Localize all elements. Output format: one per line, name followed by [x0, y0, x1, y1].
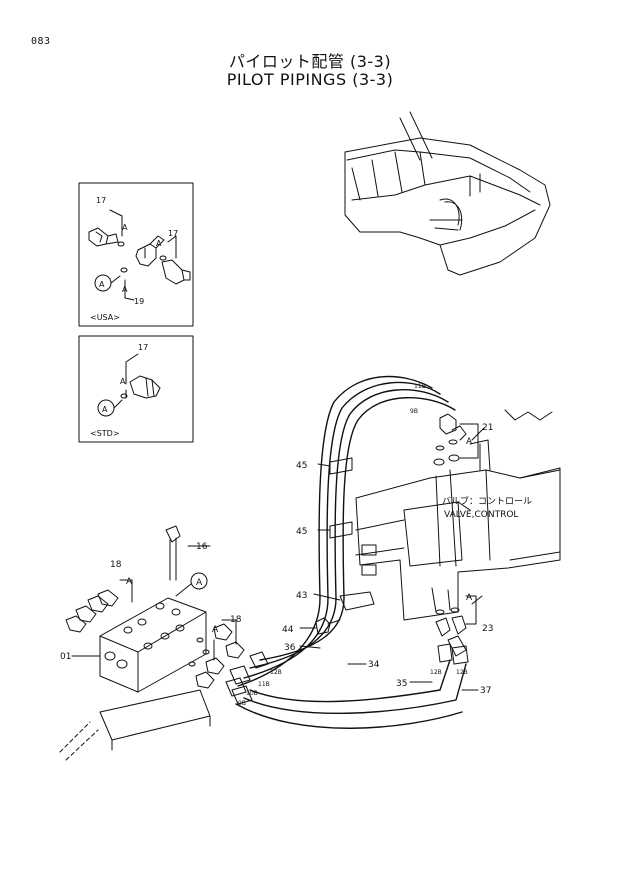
page-number: 083 — [31, 36, 51, 47]
hose-tag: 12B — [270, 669, 282, 676]
hose-tag: 11B — [414, 383, 426, 390]
label-a: A — [466, 437, 473, 447]
marker-a-text: A — [196, 578, 203, 588]
label-35: 35 — [396, 679, 407, 689]
hose-tag: 9B — [410, 408, 418, 415]
label-18: 18 — [110, 560, 122, 570]
hose-tag: 12B — [456, 669, 468, 676]
valve-label-japanese: バルブ：コントロール — [442, 495, 532, 507]
label-a: A — [126, 577, 133, 587]
label-01: 01 — [60, 652, 71, 662]
label-a: A — [212, 625, 219, 635]
fittings-21 — [433, 413, 485, 466]
marker-a: A — [99, 280, 105, 289]
label-36: 36 — [284, 643, 296, 653]
callout-17: 17 — [96, 196, 106, 205]
leader-36 — [299, 645, 321, 649]
bolt-44 — [315, 617, 331, 635]
leader-valve — [457, 501, 471, 511]
leader-43 — [313, 593, 341, 601]
hose-tag: 11B — [258, 681, 270, 688]
callout-a: A — [156, 239, 162, 248]
label-34: 34 — [368, 660, 380, 670]
label-a: A — [466, 593, 473, 603]
label-18: 18 — [230, 615, 242, 625]
label-23: 23 — [482, 624, 493, 634]
inset-std-parts — [97, 353, 161, 417]
label-44: 44 — [282, 625, 294, 635]
marker-a: A — [102, 405, 108, 414]
excavator-thumbnail — [344, 111, 551, 276]
control-valve-assembly — [355, 409, 561, 621]
inset-usa-caption: <USA> — [90, 313, 120, 322]
hose-tags: 11B 9B 12B 11B 10B 9B 12B 12B — [238, 383, 468, 707]
inset-std-caption: <STD> — [90, 429, 120, 438]
label-37: 37 — [480, 686, 491, 696]
label-45: 45 — [296, 527, 307, 537]
fittings-18-right — [188, 619, 245, 689]
label-16: 16 — [196, 542, 208, 552]
manifold-block — [99, 597, 207, 693]
callout-19: 19 — [134, 297, 144, 306]
callout-17: 17 — [168, 229, 178, 238]
label-43: 43 — [296, 591, 307, 601]
valve-label-english: VALVE,CONTROL — [444, 510, 518, 520]
inset-usa-frame — [78, 182, 194, 327]
label-21: 21 — [482, 423, 493, 433]
hose-end-fittings — [225, 643, 469, 705]
inset-usa-parts — [88, 209, 191, 301]
hose-tag: 12B — [430, 669, 442, 676]
bracket-43 — [339, 591, 375, 611]
inset-std-frame — [78, 335, 194, 443]
hose-tag: 10B — [246, 690, 258, 697]
hose-tag: 9B — [238, 700, 246, 707]
leader-45a — [317, 463, 331, 467]
callout-17: 17 — [138, 343, 148, 352]
callout-a: A — [122, 223, 128, 232]
callout-a: A — [122, 285, 128, 294]
bolt-16 — [165, 525, 181, 543]
page-title-english: PILOT PIPINGS (3-3) — [226, 70, 394, 89]
label-45: 45 — [296, 461, 307, 471]
inset-usa-labels: 17 A 17 A A 19 A <USA> — [90, 196, 178, 322]
callout-a: A — [120, 377, 126, 386]
marker-a-main — [190, 572, 208, 590]
fittings-18-left — [65, 579, 133, 633]
inset-std-labels: 17 A A <STD> — [90, 343, 148, 438]
page-title-japanese: パイロット配管 (3-3) — [228, 52, 392, 71]
fittings-23 — [435, 595, 483, 657]
clamp-upper — [329, 457, 353, 475]
base-plate — [99, 689, 211, 741]
clamp-lower — [329, 521, 353, 539]
part-labels: 16 18 A A 18 A 01 45 45 43 44 36 34 35 3… — [60, 423, 493, 696]
